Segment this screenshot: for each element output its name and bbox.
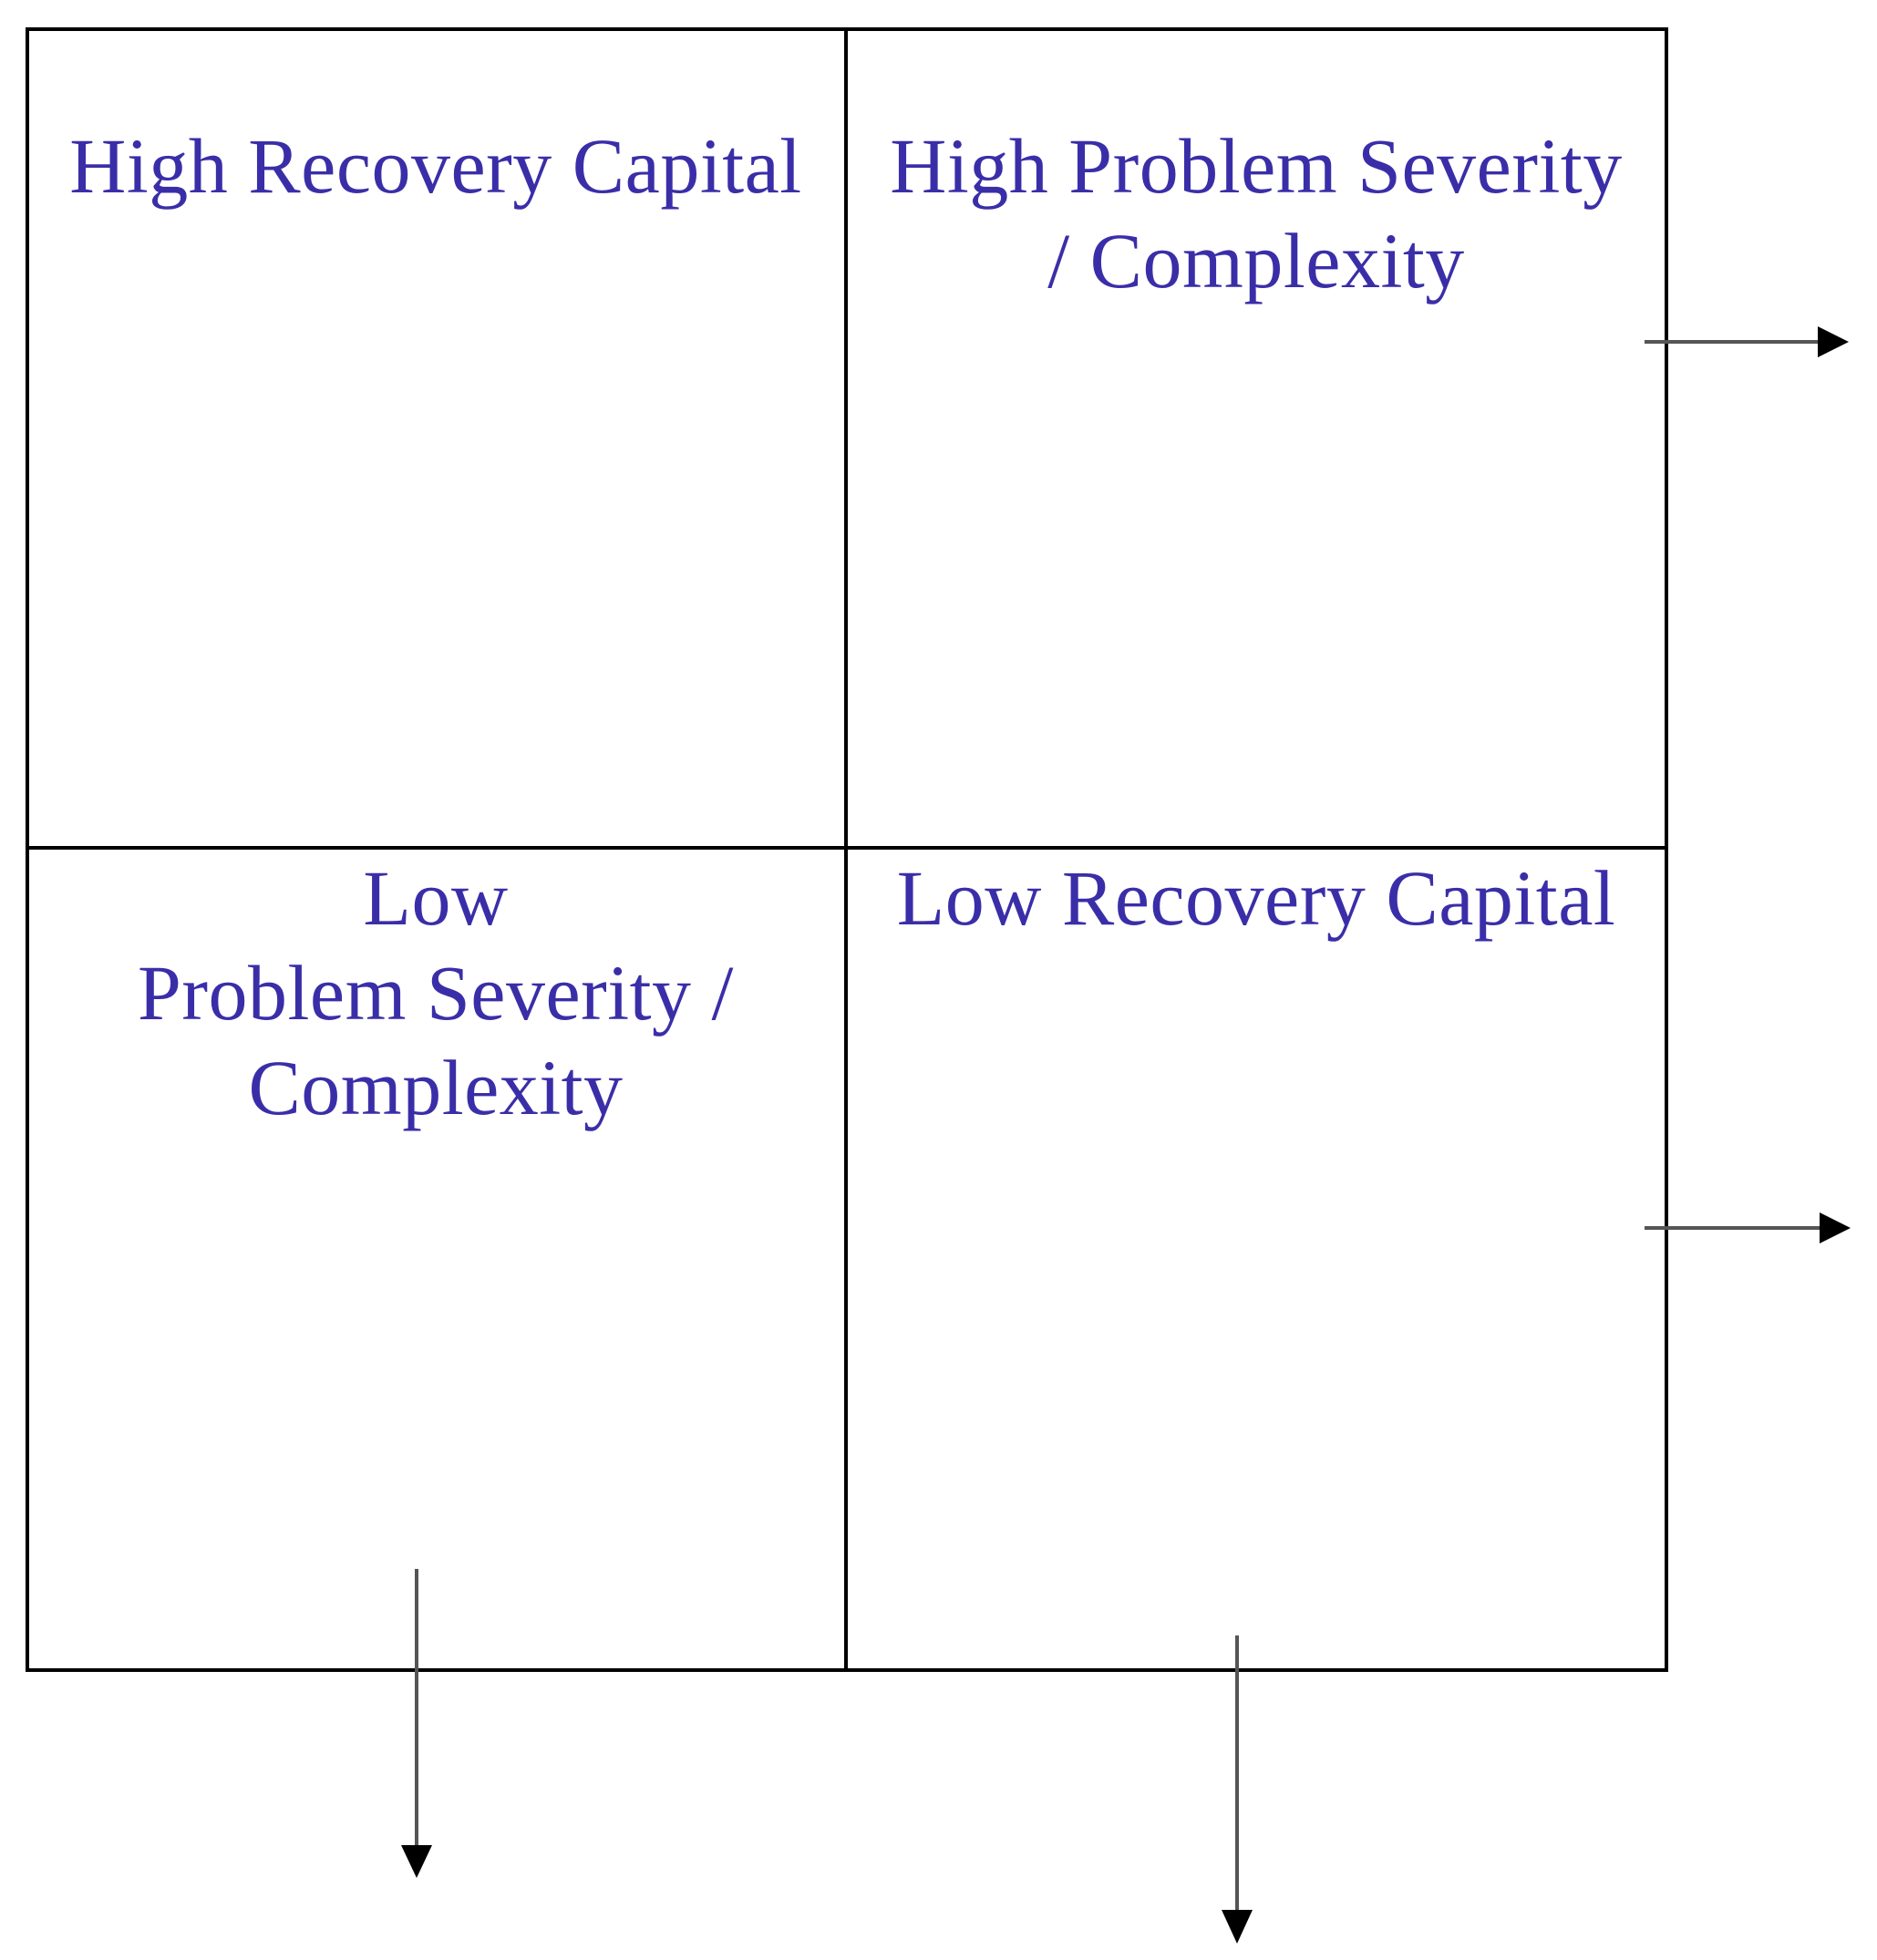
quadrant-label-low-recovery-capital: Low Recovery Capital (851, 851, 1662, 945)
arrow-down-left (401, 1569, 432, 1878)
quadrant-label-high-recovery-capital: High Recovery Capital (30, 119, 841, 213)
arrow-right-bottom (1645, 1212, 1851, 1243)
label-line: High Recovery Capital (69, 122, 802, 210)
label-line: High Problem Severity (890, 122, 1623, 210)
label-line: Problem Severity / (138, 949, 734, 1037)
arrow-down-right (1222, 1635, 1253, 1944)
label-line: Complexity (248, 1044, 624, 1131)
arrow-right-top (1645, 326, 1849, 357)
quadrant-label-low-problem-severity: Low Problem Severity / Complexity (30, 851, 841, 1135)
label-line: Low Recovery Capital (896, 854, 1616, 942)
quadrant-label-high-problem-severity: High Problem Severity / Complexity (851, 119, 1662, 308)
label-line: Low (363, 854, 509, 942)
label-line: / Complexity (1047, 217, 1465, 304)
